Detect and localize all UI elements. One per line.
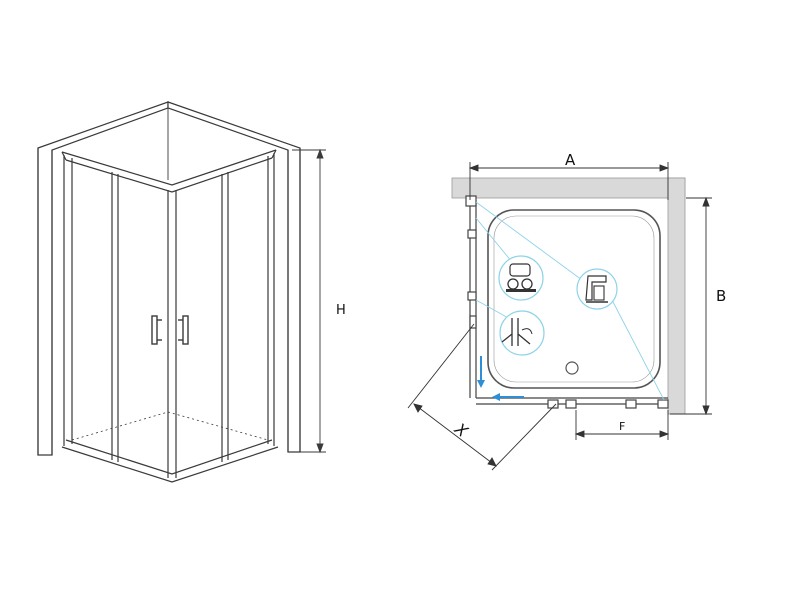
shower-tray-inner — [493, 215, 655, 383]
door-direction-arrows — [477, 356, 524, 401]
right-door-handle[interactable] — [182, 315, 189, 345]
seal-detail-callout — [499, 310, 545, 356]
plan-walls — [451, 177, 686, 415]
depth-label-b: B — [716, 287, 726, 305]
corner-walls — [37, 101, 301, 456]
left-door-handle[interactable] — [151, 315, 158, 345]
side-wall — [667, 177, 686, 415]
width-label-a: A — [565, 151, 576, 169]
back-wall — [451, 177, 686, 199]
callout-leaders — [475, 201, 665, 401]
plan-frame — [465, 195, 669, 409]
door-label-f: F — [619, 420, 625, 433]
tray-outline — [71, 411, 269, 441]
plan-dimensions — [407, 162, 712, 471]
height-label: H — [336, 303, 346, 318]
plan-view — [407, 162, 712, 471]
drain — [565, 361, 579, 375]
enclosure-frame — [61, 149, 279, 483]
door-handles — [151, 315, 189, 345]
hinge-detail-callout — [576, 268, 618, 310]
perspective-view — [37, 101, 326, 483]
entry-label-x: X — [450, 419, 472, 442]
roller-detail-callout — [498, 255, 544, 301]
height-dimension — [292, 148, 326, 454]
